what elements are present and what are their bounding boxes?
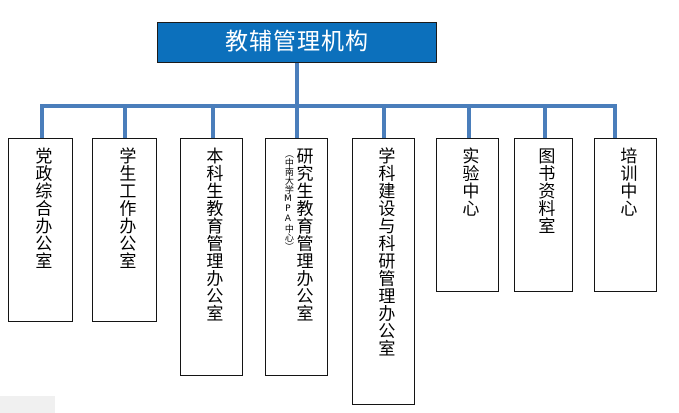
node-text-wrap: 党政综合办公室 [31,147,52,270]
connector-drop-5 [382,104,386,138]
node-yanjiusheng-jiaoyu-guanli-bangongshi[interactable]: 研究生教育管理办公室 （中南大学MPA中心） [265,138,328,376]
node-xueke-jianshe-yu-keyan-guanli-bangongshi[interactable]: 学科建设与科研管理办公室 [352,138,415,405]
node-sublabel: （中南大学MPA中心） [282,149,293,251]
connector-drop-8 [613,104,617,138]
node-label: 研究生教育管理办公室 [292,147,313,322]
connector-drop-4 [295,104,299,138]
connector-drop-6 [467,104,471,138]
node-text-wrap: 本科生教育管理办公室 [202,147,223,322]
node-label: 图书资料室 [534,147,555,235]
node-label: 培训中心 [616,147,637,217]
node-dangzheng-zonghe-bangongshi[interactable]: 党政综合办公室 [8,138,73,322]
node-xuesheng-gongzuo-bangongshi[interactable]: 学生工作办公室 [92,138,157,322]
node-benkesheng-jiaoyu-guanli-bangongshi[interactable]: 本科生教育管理办公室 [180,138,243,376]
node-label: 学生工作办公室 [115,147,136,270]
connector-drop-7 [543,104,547,138]
root-node-jiaofu-guanli-jigou[interactable]: 教辅管理机构 [157,22,437,63]
bottom-left-gray-strip [0,396,55,413]
node-text-wrap: 学生工作办公室 [115,147,136,270]
connector-drop-3 [211,104,215,138]
node-label: 本科生教育管理办公室 [202,147,223,322]
node-label: 实验中心 [458,147,479,217]
node-label: 学科建设与科研管理办公室 [374,147,395,357]
node-text-wrap: 实验中心 [458,147,479,217]
node-peixun-zhongxin[interactable]: 培训中心 [594,138,657,292]
root-node-label: 教辅管理机构 [225,29,369,55]
node-text-wrap: 学科建设与科研管理办公室 [374,147,395,357]
connector-drop-2 [123,104,127,138]
node-text-wrap: 培训中心 [616,147,637,217]
connector-trunk-vertical [295,63,299,138]
node-label: 党政综合办公室 [31,147,52,270]
node-shiyan-zhongxin[interactable]: 实验中心 [436,138,499,292]
connector-horizontal-bus [40,104,617,108]
node-text-wrap: 研究生教育管理办公室 （中南大学MPA中心） [282,147,313,322]
connector-drop-1 [40,104,44,138]
node-text-wrap: 图书资料室 [534,147,555,235]
node-tushu-ziliaoshi[interactable]: 图书资料室 [514,138,573,292]
